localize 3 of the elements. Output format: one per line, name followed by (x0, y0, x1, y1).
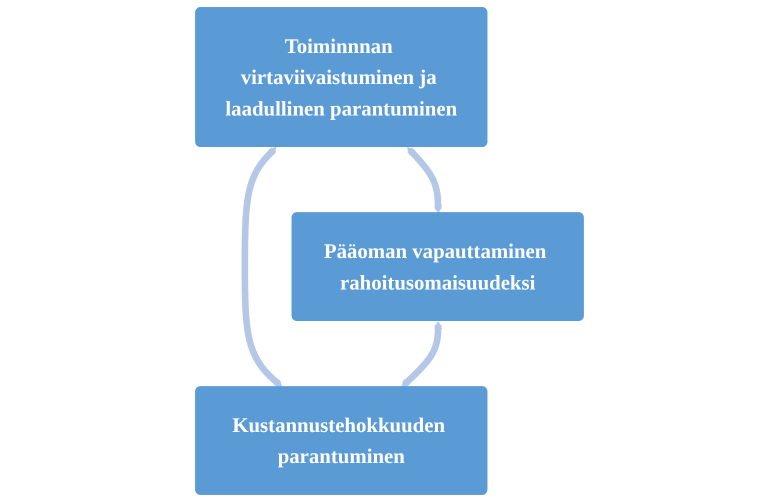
arrow (401, 320, 442, 388)
arrow (242, 146, 282, 388)
arrow (406, 146, 442, 214)
